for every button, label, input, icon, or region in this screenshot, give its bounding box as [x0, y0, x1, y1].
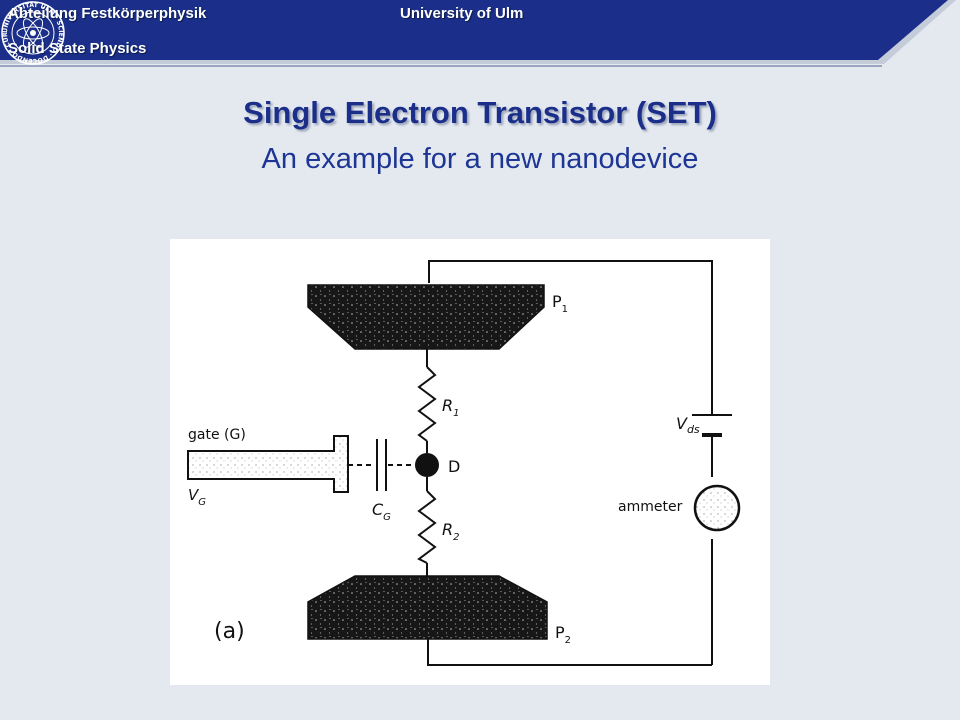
circuit-diagram: P1 P2 R1 R2 D gate (G) VG CG Vds ammeter… [187, 260, 741, 666]
quantum-dot [415, 453, 439, 477]
label-p1: P1 [552, 292, 568, 315]
electrode-p1 [307, 284, 545, 350]
gate-electrode [187, 435, 349, 493]
slide-title: Single Electron Transistor (SET) [243, 95, 717, 130]
slide-subtitle: An example for a new nanodevice [261, 143, 699, 175]
label-vds: Vds [676, 414, 700, 436]
label-r1: R1 [442, 396, 460, 419]
label-r2: R2 [442, 520, 460, 543]
circuit-wires [427, 260, 713, 666]
battery-vds [692, 414, 732, 437]
resistor-r2 [417, 477, 437, 576]
gate-capacitor [348, 439, 415, 491]
label-p2: P2 [555, 623, 571, 646]
label-vg: VG [188, 486, 206, 508]
label-gate: gate (G) [188, 427, 246, 443]
ammeter-icon [693, 484, 741, 532]
resistor-r1 [417, 349, 437, 453]
electrode-p2 [307, 575, 548, 640]
label-panel-a: (a) [214, 619, 245, 644]
department-label: Abteilung Festkörperphysik [8, 5, 207, 22]
header-background [0, 0, 956, 67]
university-label: University of Ulm [400, 5, 524, 22]
university-seal-logo: UNIVERSITÄT ULM · SCIENDO · DOCENDO · CU… [0, 0, 65, 65]
label-ammeter: ammeter [618, 499, 683, 515]
header-bar: Abteilung Festkörperphysik University of… [0, 0, 960, 72]
label-cg: CG [372, 500, 391, 523]
label-d: D [448, 457, 460, 476]
set-circuit-figure: P1 P2 R1 R2 D gate (G) VG CG Vds ammeter… [170, 239, 770, 685]
